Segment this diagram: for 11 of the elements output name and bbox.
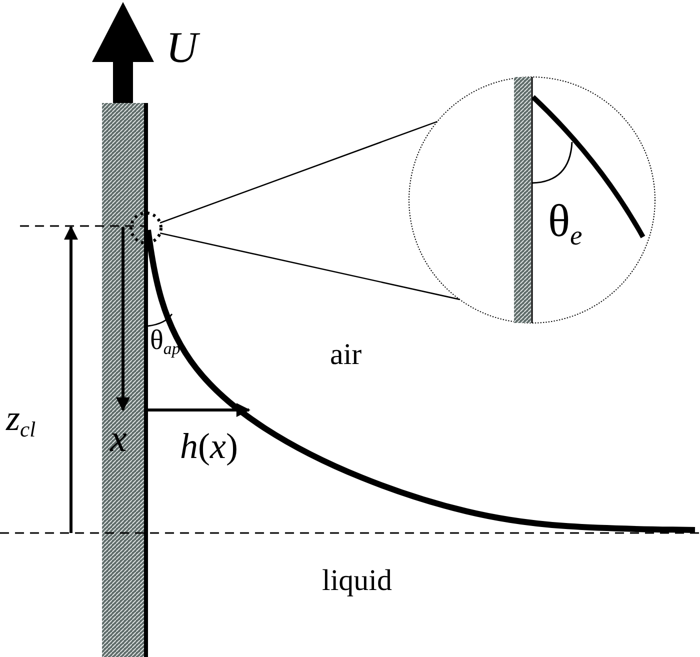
angle-label: θ$_{e}$ — [548, 198, 582, 249]
zoom-leader-line — [160, 120, 438, 224]
angle-label: θ$_{ap}$ — [150, 327, 180, 358]
region-label: air — [330, 340, 362, 370]
zoom-region-circle — [130, 212, 162, 244]
zoom-leader-line — [160, 232, 460, 300]
dimension-label: h(x) — [180, 428, 238, 464]
region-label: liquid — [322, 566, 392, 596]
magnified-view-circle — [408, 76, 656, 324]
dimension-label: z$_{cl}$ — [6, 400, 36, 442]
velocity-label: U — [166, 26, 198, 70]
